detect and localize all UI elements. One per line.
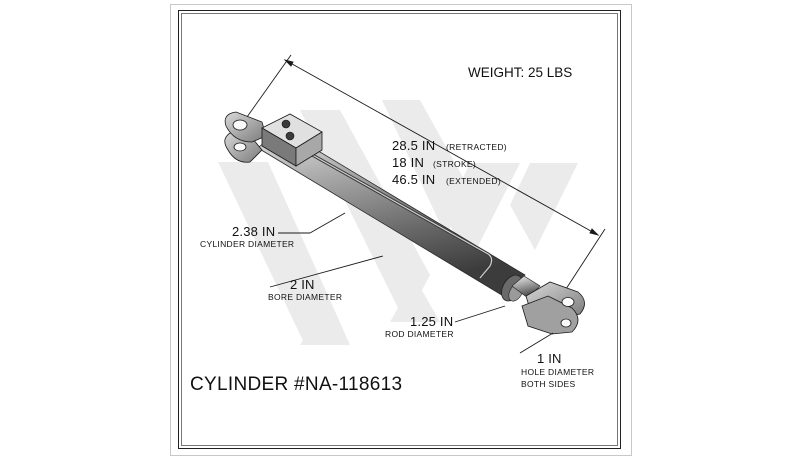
cylinder-diameter-value: 2.38 IN: [232, 224, 276, 239]
bore-diameter-caption: BORE DIAMETER: [268, 292, 343, 302]
leader-lines: [269, 212, 554, 354]
drawing-frame: [178, 10, 621, 449]
rear-clevis: [224, 111, 267, 163]
front-clevis: [521, 281, 585, 335]
weight-label: WEIGHT: 25 LBS: [468, 65, 573, 80]
port-block: [261, 113, 323, 167]
retracted-length-value: 28.5 IN: [392, 138, 436, 153]
stroke-length-note: (STROKE): [433, 159, 477, 169]
stroke-length-value: 18 IN: [392, 155, 425, 170]
extended-length-value: 46.5 IN: [392, 172, 436, 187]
cylinder-diameter-caption: CYLINDER DIAMETER: [200, 239, 295, 249]
hole-diameter-value: 1 IN: [537, 351, 562, 366]
hole-diameter-caption-line2: BOTH SIDES: [521, 379, 576, 389]
part-number-title: CYLINDER #NA-118613: [190, 374, 403, 395]
retracted-length-note: (RETRACTED): [446, 142, 507, 152]
outer-frame: [170, 4, 632, 456]
rod-diameter-value: 1.25 IN: [410, 314, 454, 329]
rod-diameter-caption: ROD DIAMETER: [385, 329, 454, 339]
bore-diameter-value: 2 IN: [290, 277, 315, 292]
length-dimension: [246, 54, 606, 290]
hole-diameter-caption-line1: HOLE DIAMETER: [521, 367, 595, 377]
extended-length-note: (EXTENDED): [446, 176, 501, 186]
